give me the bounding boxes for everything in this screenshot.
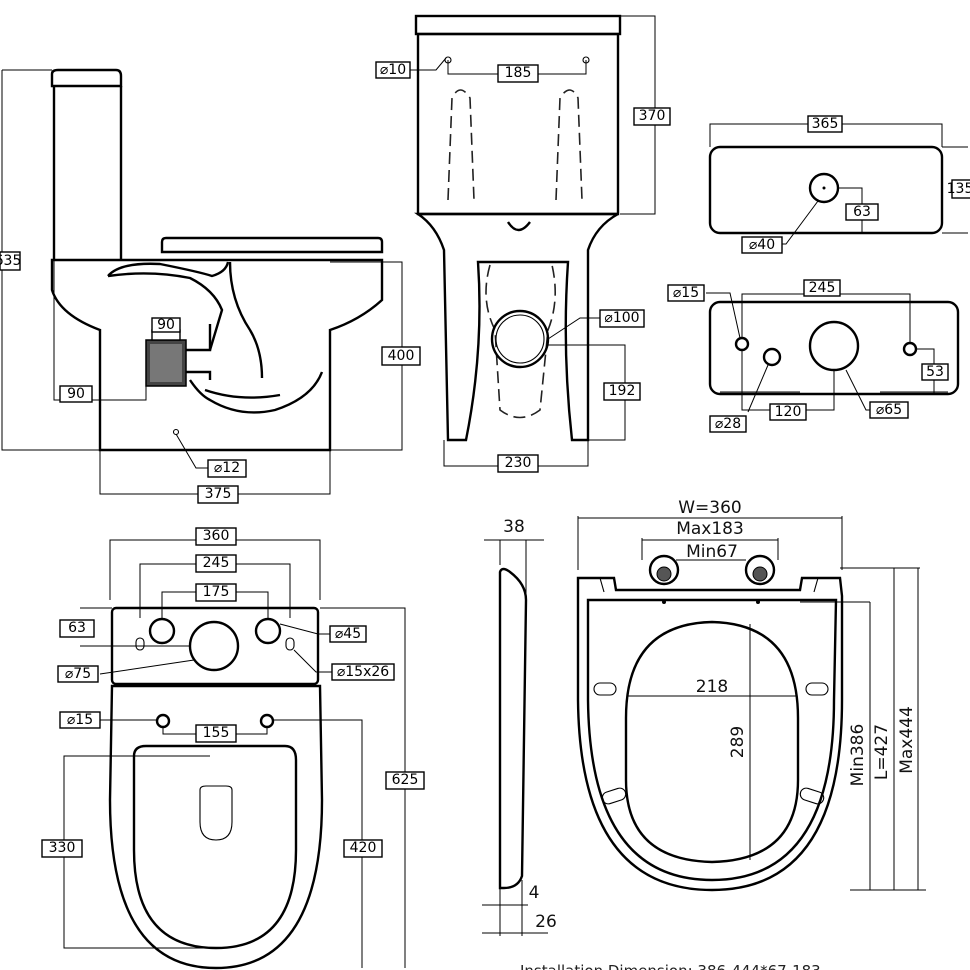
d90b-label: 90 — [67, 386, 85, 402]
d365-label: 365 — [812, 116, 839, 132]
d38-label: 38 — [503, 517, 525, 537]
h400-label: 400 — [388, 348, 415, 364]
d40-label: ⌀40 — [749, 237, 775, 253]
d15-top-label: ⌀15 — [67, 712, 93, 728]
height-label: 635 — [0, 253, 21, 269]
d625-label: 625 — [392, 772, 419, 788]
d15-tank-label: ⌀15 — [673, 285, 699, 301]
d192-label: 192 — [609, 383, 636, 399]
max183-label: Max183 — [676, 519, 744, 539]
installation-caption: Installation Dimension: 386-444*67-183 — [520, 962, 821, 970]
max444-label: Max444 — [897, 706, 917, 774]
d218-label: 218 — [696, 677, 728, 697]
d245-tank-label: 245 — [809, 280, 836, 296]
d185-label: 185 — [505, 65, 532, 81]
tank-d63-label: 63 — [853, 204, 871, 220]
d420-label: 420 — [350, 840, 377, 856]
d375-label: 375 — [205, 486, 232, 502]
front-view: 370 185 ⌀10 ⌀100 192 230 — [375, 14, 671, 473]
d45-label: ⌀45 — [335, 626, 361, 642]
seat-view: 38 4 26 W=360 Max183 Min67 218 289 Min38… — [482, 498, 926, 970]
d289-label: 289 — [728, 726, 748, 758]
d53-label: 53 — [926, 364, 944, 380]
d120-label: 120 — [775, 404, 802, 420]
d65-label: ⌀65 — [876, 402, 902, 418]
d28-label: ⌀28 — [715, 416, 741, 432]
tank-top-view: 365 135 63 ⌀40 — [708, 115, 970, 254]
d370-label: 370 — [639, 108, 666, 124]
side-view: 635 400 90 90 ⌀12 375 — [0, 68, 421, 504]
d100-label: ⌀100 — [604, 310, 639, 326]
w360-label: W=360 — [678, 498, 742, 518]
min386-label: Min386 — [848, 724, 868, 787]
l427-label: L=427 — [872, 724, 892, 780]
d75-label: ⌀75 — [65, 666, 91, 682]
d230-label: 230 — [505, 455, 532, 471]
d10-label: ⌀10 — [380, 62, 406, 78]
d26-label: 26 — [535, 912, 557, 932]
d15x26-label: ⌀15x26 — [337, 664, 389, 680]
d330-label: 330 — [49, 840, 76, 856]
min67-label: Min67 — [686, 542, 738, 562]
d63-top-label: 63 — [68, 620, 86, 636]
d175-label: 175 — [203, 584, 230, 600]
d90a-label: 90 — [157, 317, 175, 333]
d360-label: 360 — [203, 528, 230, 544]
d155-label: 155 — [203, 725, 230, 741]
d4-label: 4 — [529, 883, 540, 903]
d135-label: 135 — [947, 181, 970, 197]
d12-label: ⌀12 — [214, 460, 240, 476]
d245-top-label: 245 — [203, 555, 230, 571]
top-view: 360 245 175 63 ⌀45 ⌀75 ⌀15x26 ⌀15 155 33… — [41, 527, 425, 970]
tank-bottom-view: 245 ⌀15 53 ⌀28 120 ⌀65 — [667, 279, 960, 433]
